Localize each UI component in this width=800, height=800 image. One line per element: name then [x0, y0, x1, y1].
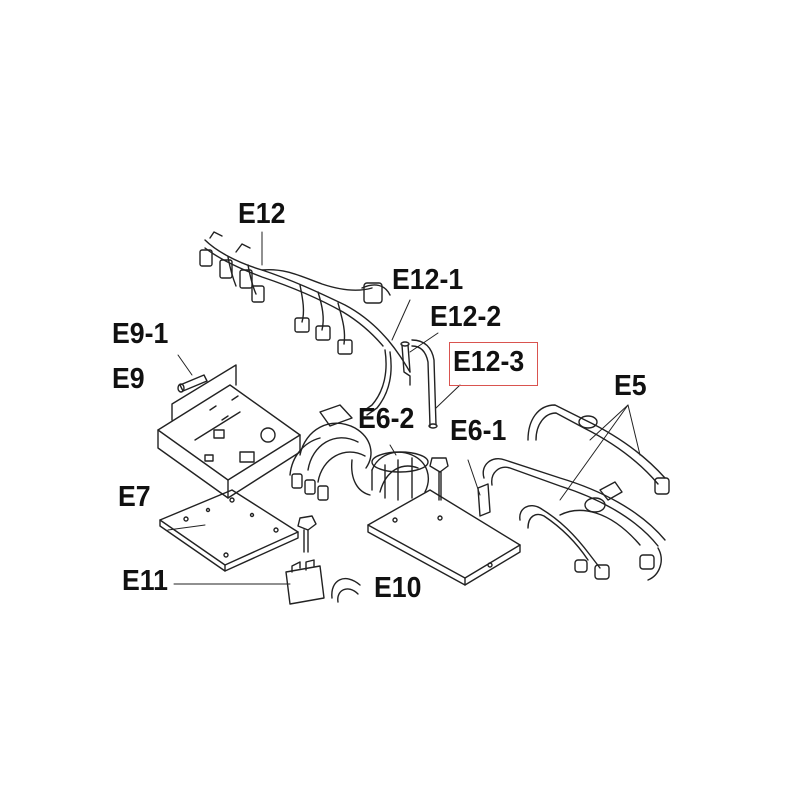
fitting-e10: [338, 589, 358, 602]
label-e11: E11: [122, 565, 168, 597]
connector-e6-2: [290, 405, 428, 500]
label-e10: E10: [374, 572, 422, 604]
highlight-box-e12-3: [449, 342, 538, 386]
label-e12-2: E12-2: [430, 301, 502, 333]
plate-e7: [160, 490, 298, 571]
label-e12-1: E12-1: [392, 264, 464, 296]
pin-e9-1: [178, 375, 207, 392]
label-e9-1: E9-1: [112, 318, 169, 350]
label-e9: E9: [112, 363, 145, 395]
label-e7: E7: [118, 481, 151, 513]
rod-e12-3: [412, 340, 437, 428]
base-plate-e6-1: [368, 458, 520, 585]
fitting-e11: [286, 516, 360, 604]
bracket-e9: [158, 365, 300, 498]
label-e6-1: E6-1: [450, 415, 507, 447]
wiring-harness-e12: [200, 232, 410, 372]
label-e6-2: E6-2: [358, 403, 415, 435]
label-e12: E12: [238, 198, 286, 230]
label-e12-3: E12-3: [453, 346, 525, 378]
label-e5: E5: [614, 370, 647, 402]
cable-set-e5: [483, 405, 669, 580]
rod-e12-2: [401, 342, 410, 385]
rod-e12-1: [362, 350, 391, 415]
